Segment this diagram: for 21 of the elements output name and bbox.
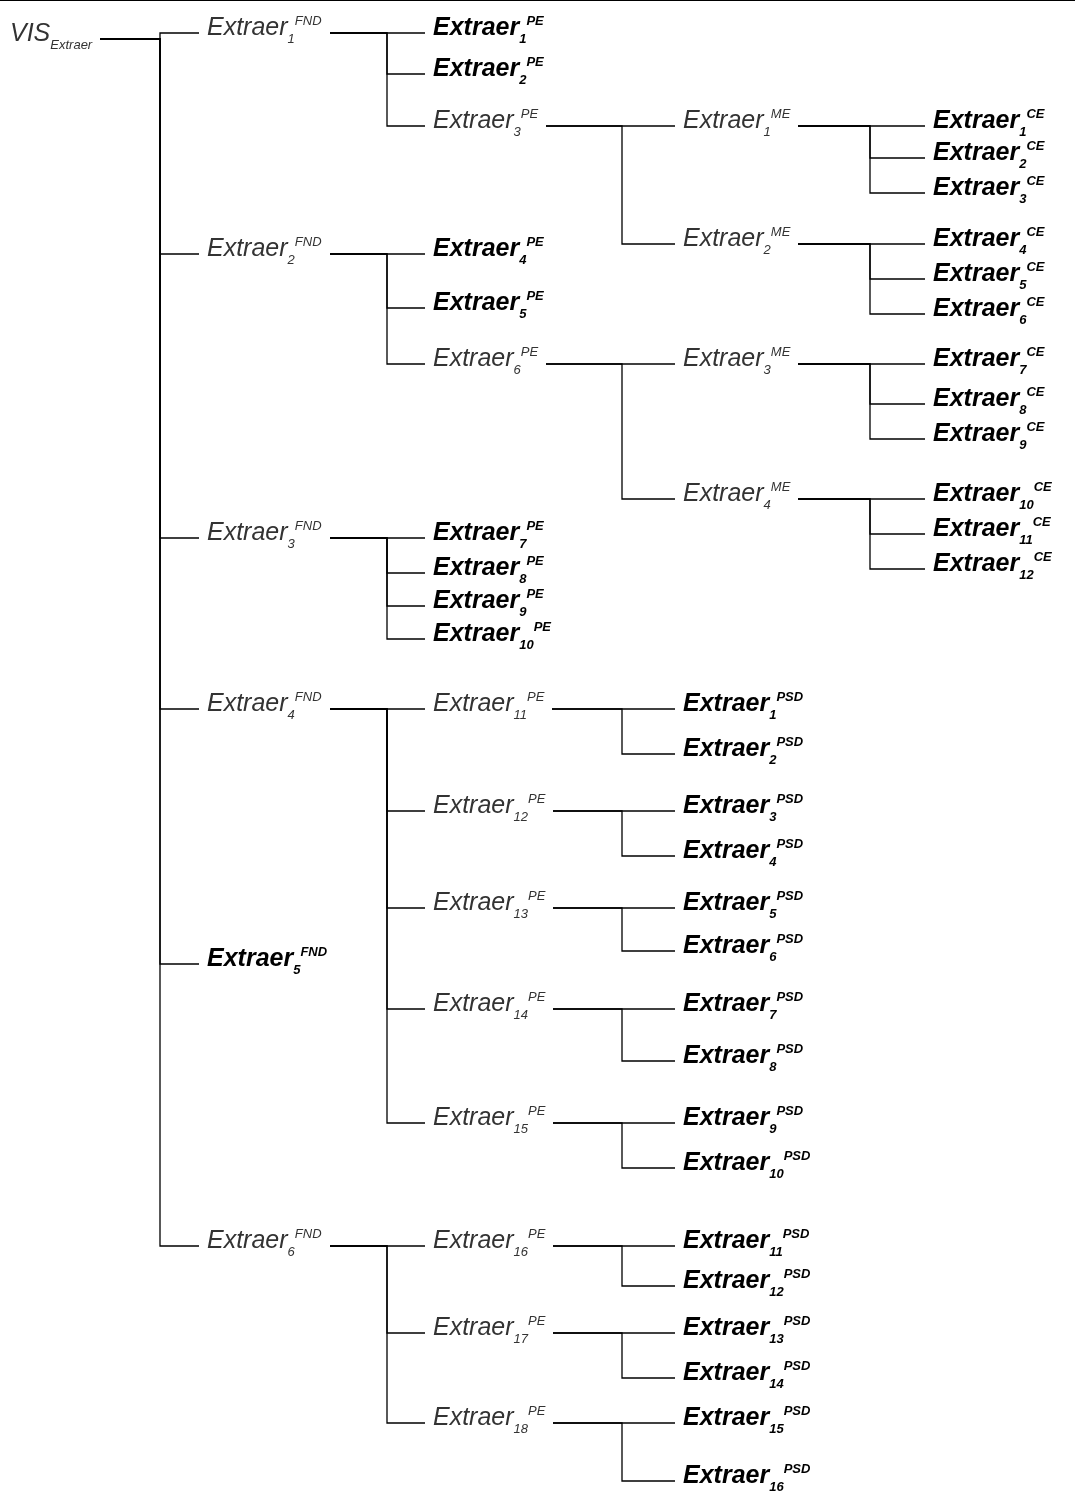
tree-connector [545,125,676,245]
tree-connector [552,1245,676,1287]
tree-node-label: VIS$_{Extraer}$ [10,19,93,51]
tree-connector [552,1332,676,1379]
tree-connector [797,125,926,194]
tree-connector [551,708,676,755]
tree-connector [797,498,926,570]
tree-connector [329,708,426,1124]
tree-connector [329,253,426,365]
tree-connector [552,907,676,952]
tree-connector [545,363,676,500]
tree-connector [552,1422,676,1482]
tree-connector [329,32,426,127]
tree-connector [797,243,926,315]
tree-connector [329,537,426,640]
tree-connector [552,1122,676,1169]
tree-connector [552,810,676,857]
tree-connector [797,363,926,440]
tree-connector [329,1245,426,1424]
tree-connector [552,1008,676,1062]
tree-connector [99,38,200,1247]
